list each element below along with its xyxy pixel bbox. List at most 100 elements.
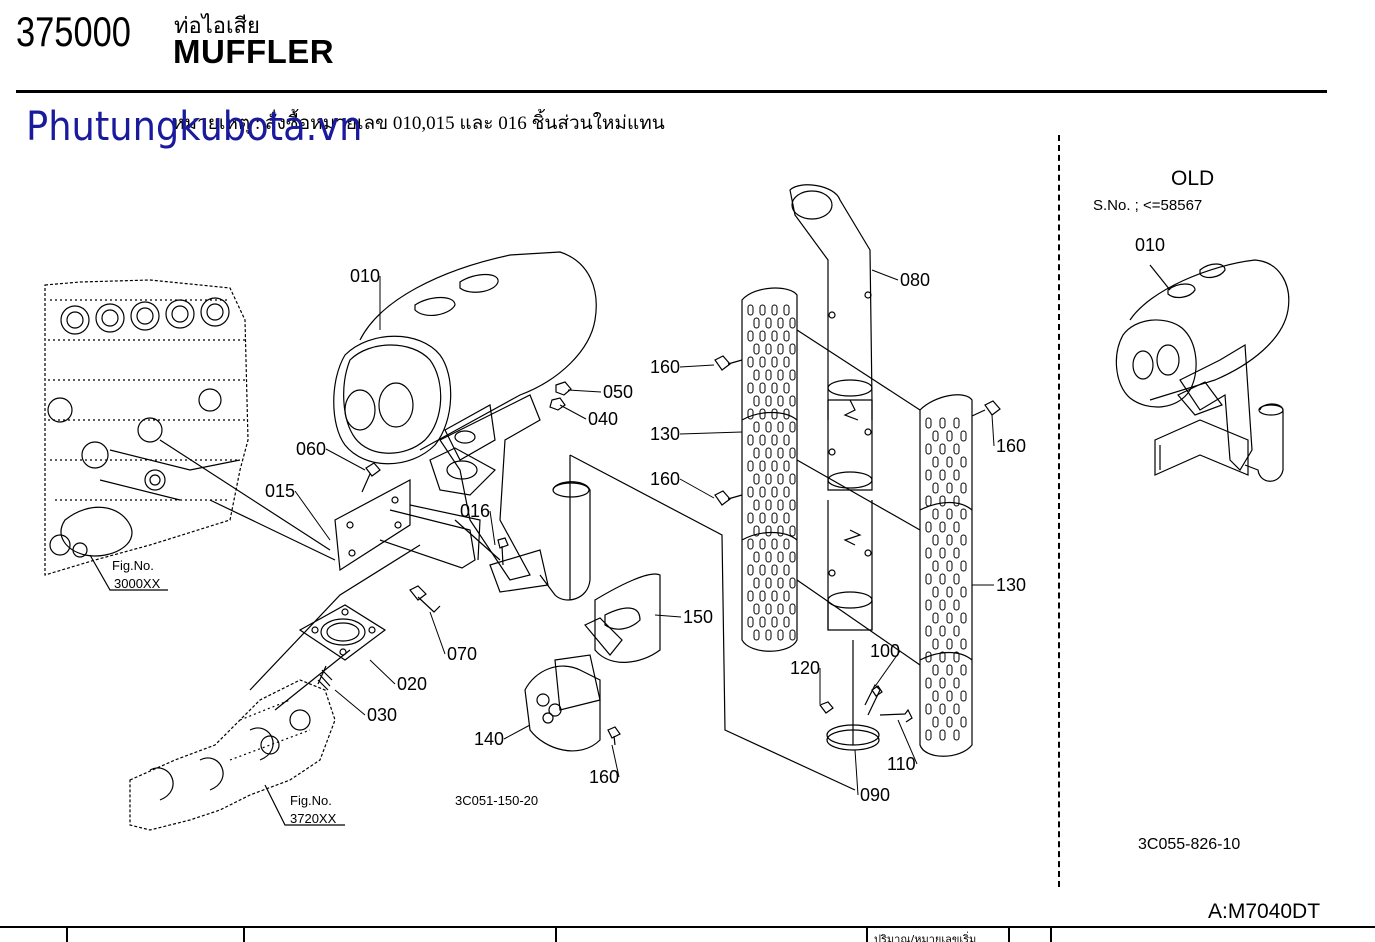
perforation-slot xyxy=(765,343,772,355)
callout-c030[interactable]: 030 xyxy=(367,705,397,725)
callout-c160d[interactable]: 160 xyxy=(589,767,619,787)
callout-c020[interactable]: 020 xyxy=(397,674,427,694)
perforation-slot xyxy=(747,304,754,316)
perforation-slot xyxy=(953,495,960,507)
perforation-slot xyxy=(777,369,784,381)
perforation-slot xyxy=(759,330,766,342)
callout-c016[interactable]: 016 xyxy=(460,501,490,521)
perforation-slot xyxy=(759,564,766,576)
fig-ref-2-label[interactable]: Fig.No. xyxy=(290,793,332,808)
perforation-slot xyxy=(759,616,766,628)
callout-c070[interactable]: 070 xyxy=(447,644,477,664)
callout-c110[interactable]: 110 xyxy=(887,754,916,774)
perforation-slot xyxy=(953,547,960,559)
callout-c160a[interactable]: 160 xyxy=(650,357,680,377)
callout-c080[interactable]: 080 xyxy=(900,270,930,290)
perforation-slot xyxy=(771,590,778,602)
callout-c050[interactable]: 050 xyxy=(603,382,633,402)
perforation-slot xyxy=(777,317,784,329)
callout-leader xyxy=(854,749,859,796)
order-note: หมายเหตุ : สั่งซื้อหมายเลข 010,015 และ 0… xyxy=(172,113,665,134)
perforation-slot xyxy=(953,417,960,429)
perforation-slot xyxy=(960,534,967,546)
perforation-slot xyxy=(939,417,946,429)
perforation-slot xyxy=(939,469,946,481)
perforation-slot xyxy=(783,616,790,628)
callout-c150[interactable]: 150 xyxy=(683,607,713,627)
callout-c090[interactable]: 090 xyxy=(860,785,890,805)
perforation-slot xyxy=(753,421,760,433)
fig-ref-1-number[interactable]: 3000XX xyxy=(114,576,161,591)
old-muffler-drawing xyxy=(1115,259,1290,482)
callout-c010[interactable]: 010 xyxy=(350,266,380,286)
callout-c130b[interactable]: 130 xyxy=(996,575,1026,595)
callout-c140[interactable]: 140 xyxy=(474,729,504,749)
perforation-slot xyxy=(925,547,932,559)
perforation-slot xyxy=(939,443,946,455)
perforation-slot xyxy=(946,482,953,494)
callout-leader xyxy=(325,448,366,471)
fig-ref-2-number[interactable]: 3720XX xyxy=(290,811,337,826)
perforation-slot xyxy=(759,304,766,316)
perforation-slot xyxy=(925,495,932,507)
callout-c060[interactable]: 060 xyxy=(296,439,326,459)
perforation-slot xyxy=(771,538,778,550)
perforation-slot xyxy=(747,538,754,550)
perforation-slot xyxy=(939,573,946,585)
perforation-slot xyxy=(932,508,939,520)
callout-c160b[interactable]: 160 xyxy=(650,469,680,489)
perforation-slot xyxy=(925,417,932,429)
perforation-slot xyxy=(771,460,778,472)
perforation-slot xyxy=(925,729,932,741)
bracket-drawing xyxy=(334,479,481,572)
perforation-slot xyxy=(789,473,796,485)
perforation-slot xyxy=(753,447,760,459)
callout-c100[interactable]: 100 xyxy=(870,641,900,661)
perforation-slot xyxy=(946,716,953,728)
right-guard-drawing xyxy=(919,394,973,757)
perforation-slot xyxy=(771,356,778,368)
perforation-slot xyxy=(939,703,946,715)
perforation-slot xyxy=(771,616,778,628)
fig-ref-1-label[interactable]: Fig.No. xyxy=(112,558,154,573)
perforation-slot xyxy=(759,538,766,550)
perforation-slot xyxy=(765,473,772,485)
callout-leader xyxy=(679,364,715,368)
perforation-slot xyxy=(946,612,953,624)
gasket-drawing xyxy=(298,604,387,661)
table-top-rule xyxy=(0,926,1375,928)
perforation-slot xyxy=(759,486,766,498)
callout-leader xyxy=(294,490,331,541)
perforation-slot xyxy=(771,382,778,394)
perforation-slot xyxy=(953,651,960,663)
perforation-slot xyxy=(747,512,754,524)
perforation-slot xyxy=(925,651,932,663)
perforation-slot xyxy=(939,625,946,637)
perforation-slot xyxy=(946,508,953,520)
perforation-slot xyxy=(932,586,939,598)
title-thai: ท่อไอเสีย xyxy=(174,14,260,39)
perforation-slot xyxy=(789,343,796,355)
perforation-slot xyxy=(753,317,760,329)
perforation-slot xyxy=(777,499,784,511)
perforation-slot xyxy=(777,577,784,589)
callout-c120[interactable]: 120 xyxy=(790,658,820,678)
callout-c130a[interactable]: 130 xyxy=(650,424,680,444)
perforation-slot xyxy=(753,395,760,407)
perforation-slot xyxy=(932,560,939,572)
perforation-slot xyxy=(765,317,772,329)
perforation-slot xyxy=(932,482,939,494)
perforation-slot xyxy=(747,616,754,628)
callout-c015[interactable]: 015 xyxy=(265,481,295,501)
perforation-slot xyxy=(753,577,760,589)
perforation-slot xyxy=(753,343,760,355)
callout-c160c[interactable]: 160 xyxy=(996,436,1026,456)
callout-c040[interactable]: 040 xyxy=(588,409,618,429)
callout-leader xyxy=(871,269,899,281)
perforation-slot xyxy=(953,443,960,455)
perforation-slot xyxy=(789,551,796,563)
perforation-slot xyxy=(925,521,932,533)
perforation-slot xyxy=(925,703,932,715)
perforation-slot xyxy=(960,430,967,442)
callout-leader xyxy=(489,510,496,546)
